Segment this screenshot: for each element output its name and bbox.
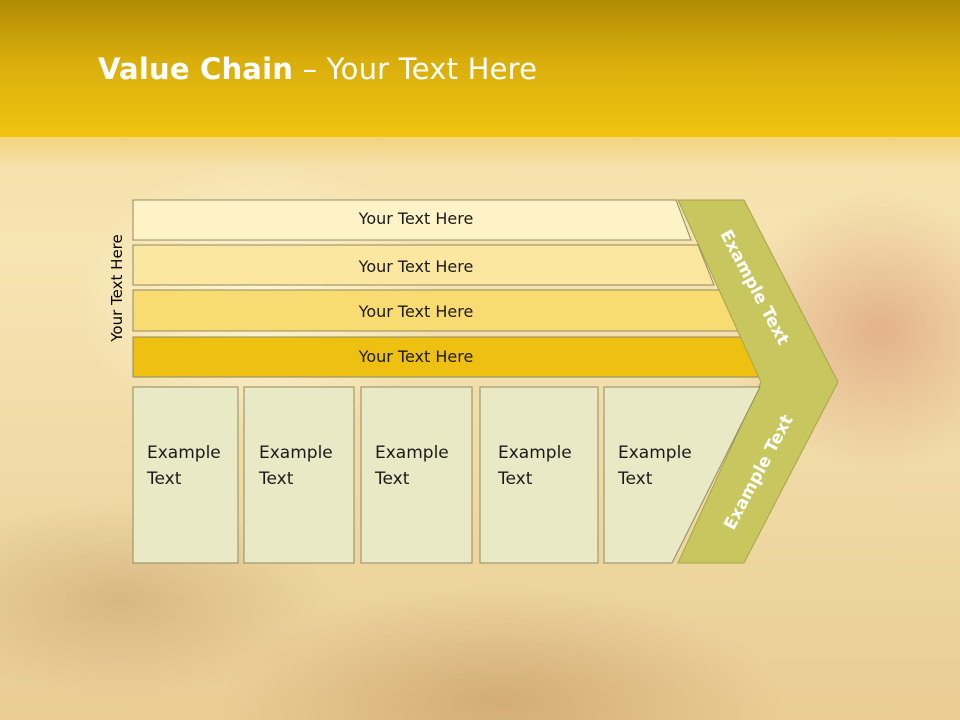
box-5-line1: Example [618, 443, 692, 463]
bar-1-label: Your Text Here [358, 209, 474, 228]
box-3[interactable] [360, 386, 473, 564]
box-1-line2: Text [146, 469, 182, 489]
reflection-box-1-line1: Example [147, 663, 221, 683]
title-bold: Value Chain [98, 52, 294, 86]
reflection-box-5 [603, 562, 752, 720]
reflection-chevron-lower [678, 563, 826, 720]
bar-1[interactable] [132, 199, 692, 241]
box-2-line2: Text [258, 469, 294, 489]
bar-4-label: Your Text Here [358, 347, 474, 366]
box-1-line1: Example [147, 443, 221, 463]
title-rest: – Your Text Here [293, 52, 538, 86]
reflection-box-3 [360, 562, 473, 720]
box-3-line2: Text [374, 469, 410, 489]
box-3-line1: Example [375, 443, 449, 463]
box-2[interactable] [243, 386, 355, 564]
reflection-box-3-line2: Text [374, 637, 410, 657]
reflection-box-4 [479, 562, 599, 720]
reflection-box-1-line2: Text [146, 637, 182, 657]
reflection-box-1 [132, 562, 239, 720]
slide-title[interactable]: Value Chain – Your Text Here [98, 52, 537, 86]
reflection-box-2 [243, 562, 355, 720]
box-5-line2: Text [617, 469, 653, 489]
bar-2[interactable] [132, 244, 715, 286]
reflection-box-5-line2: Text [617, 637, 653, 657]
bar-3-label: Your Text Here [358, 302, 474, 321]
box-1[interactable] [132, 386, 239, 564]
box-4-line1: Example [498, 443, 572, 463]
box-4[interactable] [479, 386, 599, 564]
box-2-line1: Example [259, 443, 333, 463]
reflection-box-2-line1: Example [259, 663, 333, 683]
reflection: Example Text Example Text Example Text E… [132, 562, 826, 720]
reflection-box-4-line2: Text [497, 637, 533, 657]
header-band [0, 137, 960, 167]
bar-2-label: Your Text Here [358, 257, 474, 276]
header-bar [0, 0, 960, 137]
reflection-box-3-line1: Example [375, 663, 449, 683]
reflection-box-4-line1: Example [498, 663, 572, 683]
reflection-box-2-line2: Text [258, 637, 294, 657]
boxes-group: Example Text Example Text Example Text E… [132, 386, 761, 564]
box-4-line2: Text [497, 469, 533, 489]
reflection-box-5-line1: Example [618, 663, 692, 683]
bars-group: Your Text Here Your Text Here Your Text … [132, 199, 763, 378]
